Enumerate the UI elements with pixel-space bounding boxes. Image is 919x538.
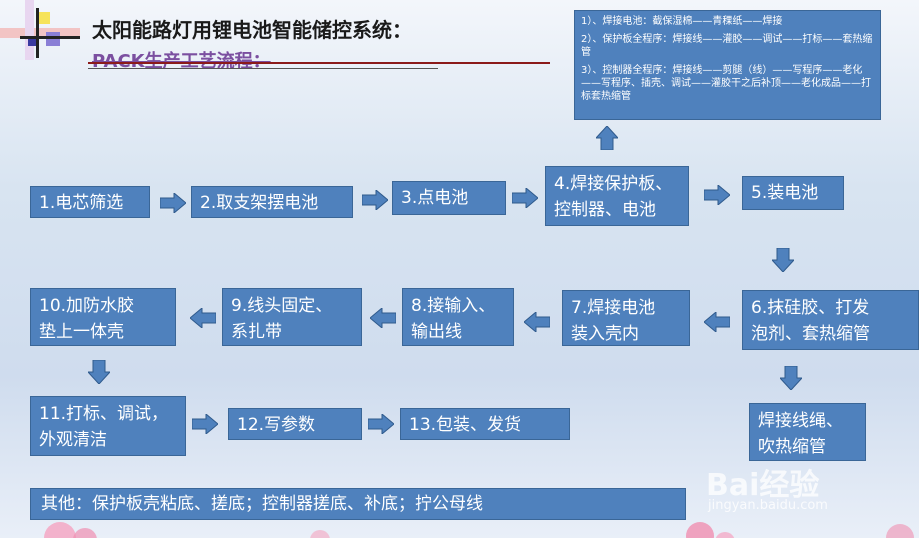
step-box-7: 7.焊接电池 装入壳内 <box>562 290 690 346</box>
step-box-9: 9.线头固定、 系扎带 <box>222 288 362 346</box>
arrow-up-icon <box>596 126 618 150</box>
step-label: 吹热缩管 <box>758 437 826 457</box>
step-label: 9.线头固定、 <box>231 296 333 316</box>
step-label: 12.写参数 <box>237 415 316 435</box>
step-box-3: 3.点电池 <box>392 181 506 215</box>
step-label: 7.焊接电池 <box>571 298 656 318</box>
note-line: 3）、控制器全程序：焊接线——剪腿（线）——写程序——老化——写程序、插壳、调试… <box>581 65 871 102</box>
arrow-left-icon <box>190 308 216 328</box>
arrow-down-icon <box>88 360 110 384</box>
step-label: 1.电芯筛选 <box>39 193 124 213</box>
footer-note: 其他：保护板壳粘底、搓底；控制器搓底、补底；拧公母线 <box>30 488 686 520</box>
step-box-10: 10.加防水胶 垫上一体壳 <box>30 288 176 346</box>
arrow-left-icon <box>524 312 550 332</box>
step-label: 5.装电池 <box>751 183 819 203</box>
step-box-11: 11.打标、调试， 外观清洁 <box>30 396 186 456</box>
step-label: 3.点电池 <box>401 188 469 208</box>
note-line: 1）、焊接电池：截保湿棉——青稞纸——焊接 <box>581 16 783 27</box>
title-underline-thin <box>88 68 438 69</box>
arrow-left-icon <box>704 312 730 332</box>
arrow-right-icon <box>160 193 186 213</box>
watermark-url: jingyan.baidu.com <box>708 498 828 513</box>
step-label: 6.抹硅胶、打发 <box>751 298 870 318</box>
step-box-2: 2.取支架摆电池 <box>191 186 353 218</box>
page-title: 太阳能路灯用锂电池智能储控系统： <box>92 18 412 42</box>
step-label: 控制器、电池 <box>554 200 656 220</box>
page-subtitle: PACK生产工艺流程： <box>92 51 271 72</box>
step-label: 11.打标、调试， <box>39 404 169 424</box>
step-box-8: 8.接输入、 输出线 <box>402 288 514 346</box>
arrow-right-icon <box>512 188 538 208</box>
step-box-12: 12.写参数 <box>228 408 362 440</box>
watermark-logo: Bai经验 <box>706 468 820 503</box>
flower-decoration <box>44 522 914 538</box>
step-box-1: 1.电芯筛选 <box>30 186 150 218</box>
step-label: 装入壳内 <box>571 324 639 344</box>
step-label: 8.接输入、 <box>411 296 496 316</box>
step-label: 输出线 <box>411 322 462 342</box>
step-label: 10.加防水胶 <box>39 296 135 316</box>
arrow-right-icon <box>192 414 218 434</box>
title-underline <box>88 62 550 64</box>
step-label: 4.焊接保护板、 <box>554 174 673 194</box>
step-label: 外观清洁 <box>39 430 107 450</box>
step-label: 系扎带 <box>231 322 282 342</box>
step-label: 13.包装、发货 <box>409 415 522 435</box>
step-label: 泡剂、套热缩管 <box>751 324 870 344</box>
step-box-5: 5.装电池 <box>742 176 844 210</box>
note-line: 2）、保护板全程序：焊接线——灌胶——调试——打标——套热缩管 <box>581 34 873 58</box>
step-label: 2.取支架摆电池 <box>200 193 319 213</box>
arrow-left-icon <box>370 308 396 328</box>
process-note-box: 1）、焊接电池：截保湿棉——青稞纸——焊接 2）、保护板全程序：焊接线——灌胶—… <box>574 10 881 120</box>
arrow-down-icon <box>772 248 794 272</box>
arrow-right-icon <box>362 190 388 210</box>
step-box-13: 13.包装、发货 <box>400 408 570 440</box>
corner-decoration <box>0 0 80 60</box>
step-box-4: 4.焊接保护板、 控制器、电池 <box>545 166 689 226</box>
step-box-6: 6.抹硅胶、打发 泡剂、套热缩管 <box>742 290 919 350</box>
arrow-down-icon <box>780 366 802 390</box>
step-box-extra: 焊接线绳、 吹热缩管 <box>749 403 866 461</box>
arrow-right-icon <box>704 185 730 205</box>
step-label: 垫上一体壳 <box>39 322 124 342</box>
step-label: 焊接线绳、 <box>758 411 843 431</box>
arrow-right-icon <box>368 414 394 434</box>
